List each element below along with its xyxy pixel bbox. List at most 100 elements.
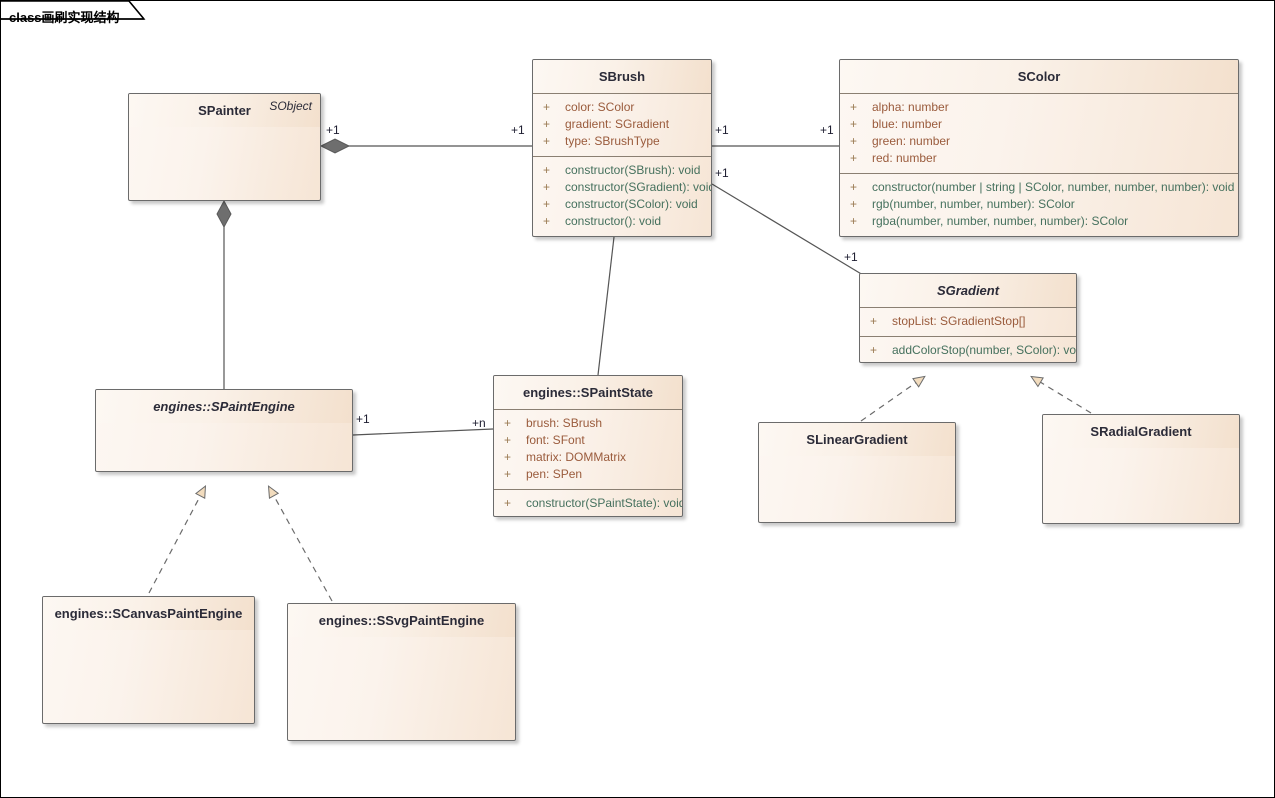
- connector-radialgradient-realization: [1030, 375, 1092, 414]
- attribute-row: + blue: number: [840, 116, 1238, 133]
- method-row: + rgba(number, number, number, number): S…: [840, 213, 1238, 230]
- attribute-text: red: number: [872, 151, 937, 165]
- attribute-text: pen: SPen: [526, 467, 583, 481]
- class-box-sbrush[interactable]: SBrush + color: SColor + gradient: SGradie…: [532, 59, 712, 237]
- class-box-sradialgradient[interactable]: SRadialGradient: [1042, 414, 1240, 524]
- method-row: + constructor(): void: [533, 213, 711, 230]
- method-list-sbrush: + constructor(SBrush): void + constructor(…: [533, 156, 711, 236]
- attribute-row: + pen: SPen: [494, 466, 682, 483]
- class-title-sradialgradient: SRadialGradient: [1043, 415, 1239, 448]
- visibility-marker: +: [850, 117, 858, 131]
- attribute-text: brush: SBrush: [526, 416, 603, 430]
- method-text: constructor(SBrush): void: [565, 163, 701, 177]
- visibility-marker: +: [504, 496, 512, 510]
- connector-brush-gradient: [711, 183, 864, 276]
- method-text: constructor(SPaintState): void: [526, 496, 683, 510]
- visibility-marker: +: [870, 314, 878, 328]
- method-row: +rgb(number, number, number): SColor: [840, 196, 1238, 213]
- attribute-text: color: SColor: [565, 100, 635, 114]
- method-row: + constructor(SBrush): void: [533, 162, 711, 179]
- method-row: + constructor(SColor): void: [533, 196, 711, 213]
- class-box-spainter[interactable]: SObject SPainter: [128, 93, 321, 201]
- visibility-marker: +: [543, 163, 551, 177]
- class-name-spainter: SPainter: [198, 103, 251, 118]
- attribute-row: +green: number: [840, 133, 1238, 150]
- method-text: constructor(): void: [565, 214, 662, 228]
- class-name-sgradient: SGradient: [936, 283, 1000, 298]
- class-name-sradialgradient: SRadialGradient: [1090, 424, 1192, 439]
- class-name-scanvaspaintengine: engines::SCanvasPaintEngine: [54, 606, 243, 621]
- method-text: rgba(number, number, number, number): SC…: [872, 214, 1129, 228]
- class-stereotype-sobject: SObject: [269, 99, 312, 113]
- method-text: rgb(number, number, number): SColor: [872, 197, 1075, 211]
- method-text: constructor(SGradient): void: [565, 180, 712, 194]
- connector-brush-paintstate: [597, 236, 615, 376]
- method-row: + constructor(SPaintState): void: [494, 495, 682, 512]
- connector-svgengine-realization: [267, 485, 333, 602]
- visibility-marker: +: [543, 180, 551, 194]
- attribute-text: blue: number: [872, 117, 943, 131]
- visibility-marker: +: [850, 151, 858, 165]
- method-list-scolor: +constructor(number | string | SColor, n…: [840, 173, 1238, 236]
- class-name-ssvgpaintengine: engines::SSvgPaintEngine: [318, 613, 485, 628]
- attribute-list-sgradient: + stopList: SGradientStop[]: [860, 308, 1076, 336]
- connector-painter-paintengine: [216, 199, 232, 389]
- attribute-row: + brush: SBrush: [494, 415, 682, 432]
- class-title-sgradient: SGradient: [860, 274, 1076, 308]
- multiplicity-brush-color-target: +1: [820, 123, 834, 137]
- multiplicity-engine-state-target: +n: [472, 416, 486, 430]
- class-box-ssvgpaintengine[interactable]: engines::SSvgPaintEngine: [287, 603, 516, 741]
- class-box-spaintstate[interactable]: engines::SPaintState +brush: SBrush +fon…: [493, 375, 683, 517]
- class-title-spainter: SObject SPainter: [129, 94, 320, 127]
- visibility-marker: +: [850, 214, 858, 228]
- multiplicity-painter-brush-source: +1: [326, 123, 340, 137]
- attribute-list-sbrush: + color: SColor + gradient: SGradient + typ…: [533, 94, 711, 156]
- method-row: + constructor(SGradient): void: [533, 179, 711, 196]
- multiplicity-brush-color-source: +1: [715, 123, 729, 137]
- attribute-row: + gradient: SGradient: [533, 116, 711, 133]
- method-row: +constructor(number | string | SColor, n…: [840, 179, 1238, 196]
- class-box-scolor[interactable]: SColor +alpha: number +blue: number +gre…: [839, 59, 1239, 237]
- attribute-row: + alpha: number: [840, 99, 1238, 116]
- class-box-sgradient[interactable]: SGradient + stopList: SGradientStop[] + ad…: [859, 273, 1077, 363]
- visibility-marker: +: [870, 343, 878, 357]
- class-title-spaintstate: engines::SPaintState: [494, 376, 682, 410]
- connector-canvasengine-realization: [148, 485, 207, 594]
- multiplicity-brush-gradient-target: +1: [844, 250, 858, 264]
- attribute-text: type: SBrushType: [565, 134, 660, 148]
- attribute-row: +font: SFont: [494, 432, 682, 449]
- class-box-slineargradient[interactable]: SLinearGradient: [758, 422, 956, 523]
- connector-paintengine-paintstate: [352, 428, 494, 436]
- class-name-scolor: SColor: [1017, 69, 1061, 84]
- class-box-scanvaspaintengine[interactable]: engines::SCanvasPaintEngine: [42, 596, 255, 724]
- visibility-marker: +: [543, 197, 551, 211]
- multiplicity-engine-state-source: +1: [356, 412, 370, 426]
- attribute-text: font: SFont: [526, 433, 585, 447]
- attribute-row: + stopList: SGradientStop[]: [860, 313, 1076, 330]
- attribute-text: stopList: SGradientStop[]: [892, 314, 1026, 328]
- method-text: constructor(SColor): void: [565, 197, 698, 211]
- method-list-sgradient: + addColorStop(number, SColor): void: [860, 336, 1077, 362]
- visibility-marker: +: [504, 416, 512, 430]
- class-title-spaintengine: engines::SPaintEngine: [96, 390, 352, 423]
- multiplicity-painter-brush-target: +1: [511, 123, 525, 137]
- class-name-spaintstate: engines::SPaintState: [522, 385, 654, 400]
- attribute-text: gradient: SGradient: [565, 117, 670, 131]
- visibility-marker: +: [850, 100, 858, 114]
- class-title-scolor: SColor: [840, 60, 1238, 94]
- attribute-row: + color: SColor: [533, 99, 711, 116]
- attribute-text: alpha: number: [872, 100, 949, 114]
- method-list-spaintstate: + constructor(SPaintState): void: [494, 489, 682, 516]
- attribute-list-scolor: +alpha: number +blue: number +green: num…: [840, 94, 1238, 173]
- method-text: addColorStop(number, SColor): void: [892, 343, 1077, 357]
- visibility-marker: +: [543, 214, 551, 228]
- attribute-text: green: number: [872, 134, 951, 148]
- visibility-marker: +: [504, 467, 512, 481]
- visibility-marker: +: [543, 100, 551, 114]
- class-title-sbrush: SBrush: [533, 60, 711, 94]
- class-box-spaintengine[interactable]: engines::SPaintEngine: [95, 389, 353, 472]
- visibility-marker: +: [543, 134, 551, 148]
- visibility-marker: +: [504, 450, 512, 464]
- visibility-marker: +: [543, 117, 551, 131]
